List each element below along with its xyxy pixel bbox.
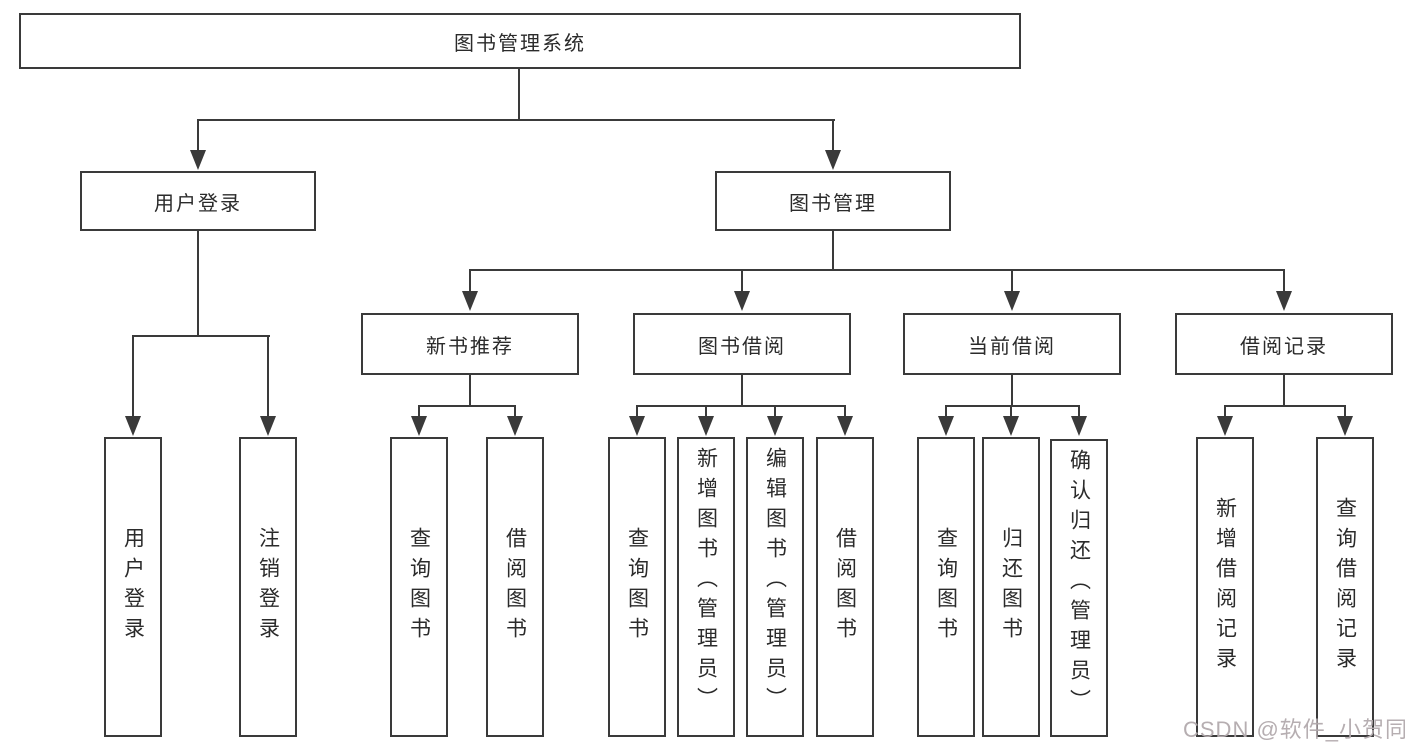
connector-line bbox=[1283, 375, 1285, 407]
leaf-borrow-books-borrowing: 借阅图书 bbox=[816, 437, 874, 737]
connector-line bbox=[844, 405, 846, 419]
connector-line bbox=[1011, 269, 1013, 293]
connector-line bbox=[1010, 405, 1012, 419]
arrowhead-down-icon bbox=[734, 291, 750, 311]
leaf-logout: 注销登录 bbox=[239, 437, 297, 737]
arrowhead-down-icon bbox=[411, 416, 427, 436]
connector-line bbox=[197, 119, 199, 155]
arrowhead-down-icon bbox=[1003, 416, 1019, 436]
leaf-return-books: 归还图书 bbox=[982, 437, 1040, 737]
connector-line bbox=[1283, 269, 1285, 293]
leaf-edit-books-admin: 编辑图书（管理员） bbox=[746, 437, 804, 737]
leaf-query-books-borrowing: 查询图书 bbox=[608, 437, 666, 737]
leaf-add-books-admin: 新增图书（管理员） bbox=[677, 437, 735, 737]
leaf-user-login: 用户登录 bbox=[104, 437, 162, 737]
arrowhead-down-icon bbox=[1004, 291, 1020, 311]
arrowhead-down-icon bbox=[1337, 416, 1353, 436]
arrowhead-down-icon bbox=[629, 416, 645, 436]
node-new-book-recommendation: 新书推荐 bbox=[361, 313, 579, 375]
connector-line bbox=[705, 405, 707, 419]
connector-line bbox=[945, 405, 1080, 407]
node-user-login: 用户登录 bbox=[80, 171, 316, 231]
connector-line bbox=[469, 375, 471, 407]
leaf-query-borrow-record: 查询借阅记录 bbox=[1316, 437, 1374, 737]
leaf-query-books-recommend: 查询图书 bbox=[390, 437, 448, 737]
connector-line bbox=[1011, 375, 1013, 407]
connector-line bbox=[418, 405, 516, 407]
connector-line bbox=[1224, 405, 1346, 407]
connector-line bbox=[774, 405, 776, 419]
connector-line bbox=[132, 335, 270, 337]
csdn-watermark: CSDN @软件_小贺同学 bbox=[1183, 717, 1405, 742]
connector-line bbox=[197, 231, 199, 337]
arrowhead-down-icon bbox=[698, 416, 714, 436]
node-root-system: 图书管理系统 bbox=[19, 13, 1021, 69]
connector-line bbox=[636, 405, 846, 407]
leaf-query-books-current: 查询图书 bbox=[917, 437, 975, 737]
leaf-borrow-books-recommend: 借阅图书 bbox=[486, 437, 544, 737]
arrowhead-down-icon bbox=[190, 150, 206, 170]
node-book-management: 图书管理 bbox=[715, 171, 951, 231]
node-book-borrowing: 图书借阅 bbox=[633, 313, 851, 375]
connector-line bbox=[741, 375, 743, 407]
connector-line bbox=[832, 231, 834, 271]
arrowhead-down-icon bbox=[1217, 416, 1233, 436]
connector-line bbox=[197, 119, 835, 121]
connector-line bbox=[469, 269, 1285, 271]
connector-line bbox=[132, 335, 134, 419]
connector-line bbox=[1224, 405, 1226, 419]
connector-line bbox=[741, 269, 743, 293]
connector-line bbox=[267, 335, 269, 419]
connector-line bbox=[832, 119, 834, 155]
arrowhead-down-icon bbox=[1071, 416, 1087, 436]
arrowhead-down-icon bbox=[462, 291, 478, 311]
arrowhead-down-icon bbox=[938, 416, 954, 436]
connector-line bbox=[636, 405, 638, 419]
node-current-borrowing: 当前借阅 bbox=[903, 313, 1121, 375]
arrowhead-down-icon bbox=[125, 416, 141, 436]
connector-line bbox=[418, 405, 420, 419]
arrowhead-down-icon bbox=[1276, 291, 1292, 311]
connector-line bbox=[1078, 405, 1080, 419]
connector-line bbox=[945, 405, 947, 419]
arrowhead-down-icon bbox=[260, 416, 276, 436]
connector-line bbox=[1344, 405, 1346, 419]
connector-line bbox=[469, 269, 471, 293]
arrowhead-down-icon bbox=[767, 416, 783, 436]
arrowhead-down-icon bbox=[837, 416, 853, 436]
connector-line bbox=[514, 405, 516, 419]
arrowhead-down-icon bbox=[507, 416, 523, 436]
connector-line bbox=[518, 68, 520, 120]
leaf-add-borrow-record: 新增借阅记录 bbox=[1196, 437, 1254, 737]
arrowhead-down-icon bbox=[825, 150, 841, 170]
leaf-confirm-return-admin: 确认归还（管理员） bbox=[1050, 439, 1108, 737]
node-borrowing-records: 借阅记录 bbox=[1175, 313, 1393, 375]
